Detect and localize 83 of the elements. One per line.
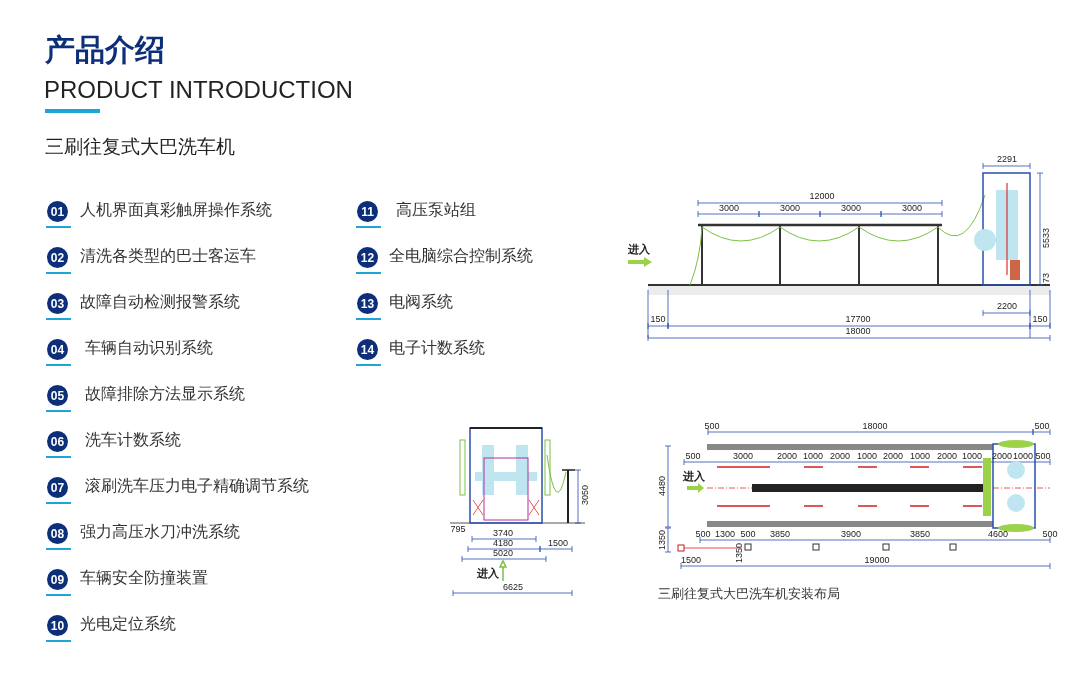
number-badge: 13 [357,293,378,314]
dimension-label: 2000 [883,451,903,461]
feature-text: 洗车计数系统 [85,432,181,448]
dimension-label: 3000 [902,203,922,213]
feature-text: 人机界面真彩触屏操作系统 [80,202,272,218]
page-title: 产品介绍 [45,35,165,65]
dimension-label: 4600 [988,529,1008,539]
dimension-label: 1350 [734,543,744,563]
dimension-label: 4180 [493,538,513,548]
dimension-label: 3000 [780,203,800,213]
dimension-label: 795 [450,524,466,534]
dimension-label: 500 [1034,421,1050,431]
dimension-label: 1000 [857,451,877,461]
entry-label: 进入 [628,243,650,255]
dimension-label: 5020 [493,548,513,558]
dimension-label: 1500 [681,555,701,565]
dimension-label: 6625 [503,582,523,592]
dimension-label: 2291 [997,154,1017,164]
number-badge: 11 [357,201,378,222]
dimension-label: 1000 [962,451,982,461]
number-badge: 02 [47,247,68,268]
feature-text: 清洗各类型的巴士客运车 [80,248,256,264]
number-badge: 12 [357,247,378,268]
page-subtitle: PRODUCT INTRODUCTION [44,78,353,102]
dimension-label: 500 [695,529,711,539]
feature-text: 全电脑综合控制系统 [389,248,533,264]
feature-text: 车辆自动识别系统 [85,340,213,356]
dimension-label: 500 [704,421,720,431]
dimension-label: 2000 [777,451,797,461]
dimension-label: 3850 [910,529,930,539]
number-badge: 14 [357,339,378,360]
feature-text: 故障排除方法显示系统 [85,386,245,402]
number-badge: 01 [47,201,68,222]
dimension-label: 3850 [770,529,790,539]
dimension-label: 18000 [862,421,888,431]
dimension-label: 150 [1032,314,1048,324]
dimension-label: 3900 [841,529,861,539]
feature-text: 滚刷洗车压力电子精确调节系统 [85,478,309,494]
dimension-label: 3050 [580,485,590,505]
dimension-label: 150 [650,314,666,324]
dimension-label: 1300 [715,529,735,539]
number-badge: 03 [47,293,68,314]
feature-text: 车辆安全防撞装置 [80,570,208,586]
dimension-label: 3740 [493,528,513,538]
number-badge: 05 [47,385,68,406]
number-badge: 06 [47,431,68,452]
number-badge: 10 [47,615,68,636]
feature-text: 故障自动检测报警系统 [80,294,240,310]
dimension-label: 73 [1041,273,1051,283]
dimension-label: 5533 [1041,228,1051,248]
product-name: 三刷往复式大巴洗车机 [45,137,235,156]
number-badge: 08 [47,523,68,544]
dimension-label: 500 [740,529,756,539]
number-badge: 04 [47,339,68,360]
entry-label: 进入 [683,470,705,482]
dimension-label: 500 [1035,451,1051,461]
dimension-label: 17700 [845,314,871,324]
feature-text: 电阀系统 [389,294,453,310]
dimension-label: 2000 [830,451,850,461]
feature-text: 强力高压水刀冲洗系统 [80,524,240,540]
dimension-label: 12000 [809,191,835,201]
feature-text: 电子计数系统 [389,340,485,356]
dimension-label: 2000 [937,451,957,461]
dimension-label: 1000 [910,451,930,461]
dimension-label: 3000 [841,203,861,213]
dimension-label: 3000 [733,451,753,461]
number-badge: 09 [47,569,68,590]
dimension-label: 3000 [719,203,739,213]
drawing-caption: 三刷往复式大巴洗车机安装布局 [658,587,840,600]
dimension-label: 500 [685,451,701,461]
dimension-label: 18000 [845,326,871,336]
dimension-label: 500 [1042,529,1058,539]
dimension-label: 1350 [657,530,667,550]
feature-text: 光电定位系统 [80,616,176,632]
dimension-label: 1500 [548,538,568,548]
dimension-label: 1000 [1013,451,1033,461]
dimension-label: 19000 [864,555,890,565]
dimension-label: 1000 [803,451,823,461]
number-badge: 07 [47,477,68,498]
feature-text: 高压泵站组 [396,202,476,218]
dimension-label: 2200 [997,301,1017,311]
entry-label: 进入 [477,567,499,579]
dimension-label: 4480 [657,476,667,496]
